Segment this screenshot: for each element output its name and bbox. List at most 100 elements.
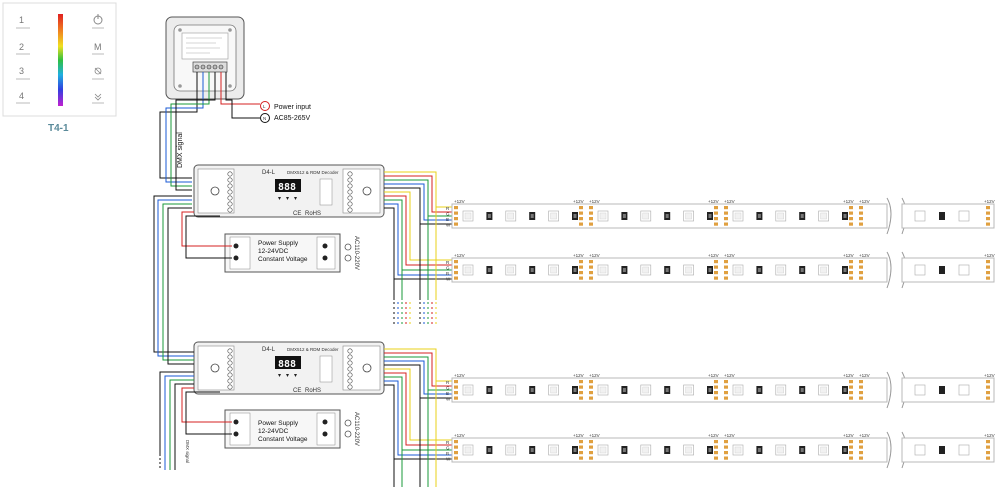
brightness-icon[interactable] xyxy=(94,67,102,75)
speed-icon[interactable] xyxy=(94,93,102,101)
svg-text:888: 888 xyxy=(278,359,296,370)
led-chip xyxy=(621,212,628,220)
v-label: +12V xyxy=(589,433,600,438)
led-chip xyxy=(505,384,517,396)
led-chip xyxy=(486,212,493,220)
solder-pad xyxy=(579,260,583,264)
solder-pad xyxy=(714,276,718,280)
solder-pad xyxy=(714,222,718,226)
solder-pad xyxy=(714,440,718,444)
led-chip xyxy=(529,386,536,394)
solder-pad xyxy=(589,451,593,455)
power-icon[interactable] xyxy=(93,14,103,25)
dmx-signal-label-2: DMX signal xyxy=(185,440,190,463)
led-chip xyxy=(683,444,694,456)
led-chip xyxy=(548,444,559,456)
solder-pad xyxy=(579,385,583,389)
solder-pad xyxy=(454,260,458,264)
led-chip xyxy=(572,446,578,454)
v-label: +12V xyxy=(859,433,870,438)
led-chip xyxy=(621,386,628,394)
led-chip xyxy=(548,384,559,396)
solder-pad xyxy=(724,222,728,226)
solder-pad xyxy=(454,222,458,226)
pin-label: B xyxy=(446,451,449,456)
v-label: +12V xyxy=(454,199,465,204)
solder-pad xyxy=(714,380,718,384)
solder-pad xyxy=(714,391,718,395)
solder-pad xyxy=(454,451,458,455)
v-label: +12V xyxy=(859,373,870,378)
led-chip xyxy=(775,444,787,456)
solder-pad xyxy=(579,391,583,395)
solder-pad xyxy=(454,445,458,449)
solder-pad xyxy=(849,451,853,455)
solder-pad xyxy=(579,271,583,275)
led-chip xyxy=(707,266,713,274)
led-chip xyxy=(621,266,628,274)
led-chip xyxy=(529,266,536,274)
led-chip xyxy=(505,210,517,222)
led-chip xyxy=(664,386,671,394)
solder-pad xyxy=(724,217,728,221)
led-chip xyxy=(640,264,652,276)
led-chip xyxy=(572,212,578,220)
solder-pad xyxy=(724,206,728,210)
led-chip xyxy=(683,264,694,276)
solder-pad xyxy=(849,276,853,280)
solder-pad xyxy=(724,396,728,400)
svg-text:Power Supply: Power Supply xyxy=(258,240,299,247)
solder-pad xyxy=(579,396,583,400)
terminal-N: N xyxy=(260,113,270,123)
led-chip xyxy=(597,210,609,222)
v-label: +12V xyxy=(573,373,584,378)
led-chip xyxy=(664,212,671,220)
led-chip xyxy=(597,384,609,396)
ce-mark: CE xyxy=(293,211,301,217)
key-2: 2 xyxy=(19,42,24,52)
led-chip xyxy=(842,212,848,220)
led-chip xyxy=(664,266,671,274)
v-label: +12V xyxy=(589,253,600,258)
color-slider[interactable] xyxy=(58,14,63,106)
led-chip xyxy=(756,266,763,274)
solder-pad xyxy=(454,265,458,269)
solder-pad xyxy=(724,385,728,389)
solder-pad xyxy=(454,211,458,215)
solder-pad xyxy=(454,206,458,210)
led-chip xyxy=(818,210,829,222)
led-chip xyxy=(732,264,744,276)
solder-pad xyxy=(714,396,718,400)
v-label: +12V xyxy=(708,253,719,258)
led-chip xyxy=(640,210,652,222)
v-label: +12V xyxy=(859,253,870,258)
touch-panel: 1 2 3 4 M xyxy=(2,2,117,117)
led-chip xyxy=(842,386,848,394)
led-chip xyxy=(775,384,787,396)
v-label: +12V xyxy=(454,373,465,378)
svg-text:D4-L: D4-L xyxy=(262,347,276,353)
led-chip xyxy=(756,386,763,394)
solder-pad xyxy=(714,211,718,215)
svg-text:N: N xyxy=(263,116,266,121)
led-chip xyxy=(462,210,474,222)
solder-pad xyxy=(454,396,458,400)
pin-label: W xyxy=(446,277,451,282)
ac-label-1: AC110-220V xyxy=(353,236,359,270)
solder-pad xyxy=(589,380,593,384)
v-label: +12V xyxy=(843,253,854,258)
decoder-1: D4-L DMX512 & RDM Decoder 888 CE RoHS xyxy=(193,164,385,218)
pin-label: B xyxy=(446,391,449,396)
solder-pad xyxy=(579,265,583,269)
solder-pad xyxy=(724,265,728,269)
v-label: +12V xyxy=(573,199,584,204)
v-label: +12V xyxy=(708,373,719,378)
solder-pad xyxy=(589,396,593,400)
solder-pad xyxy=(589,276,593,280)
led-chip xyxy=(842,266,848,274)
solder-pad xyxy=(454,276,458,280)
solder-pad xyxy=(454,217,458,221)
solder-pad xyxy=(579,206,583,210)
pin-label: G xyxy=(446,386,450,391)
